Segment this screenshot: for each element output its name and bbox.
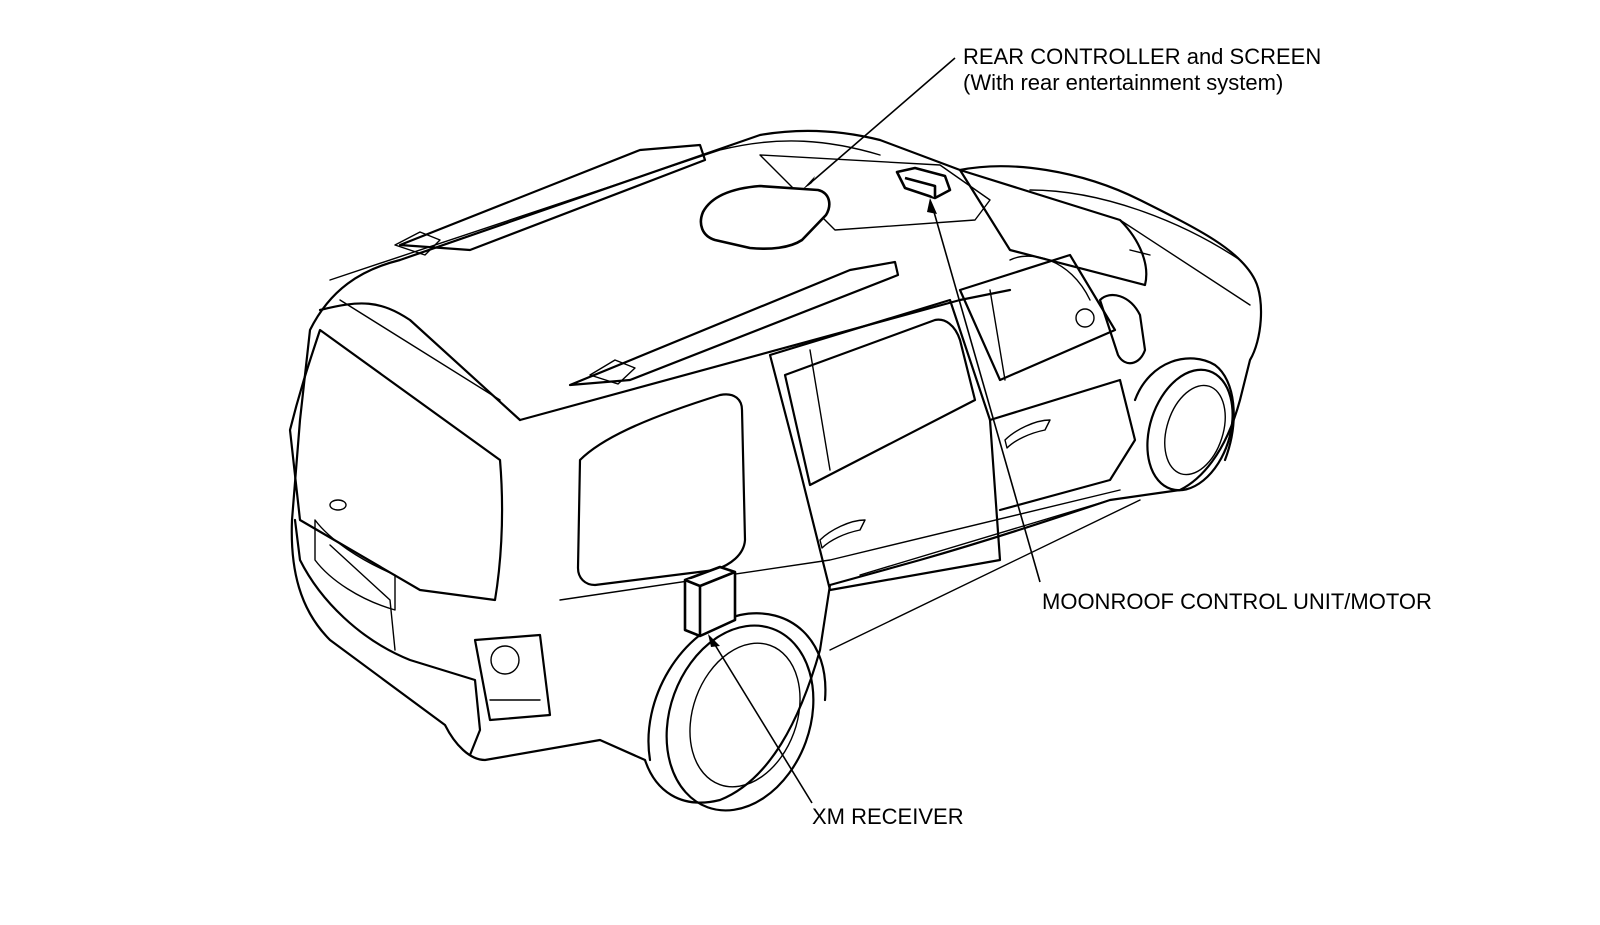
xm-receiver-part <box>683 565 737 638</box>
rear-controller-screen-part <box>699 184 831 251</box>
leader-rear-controller <box>807 57 956 186</box>
rear-controller-callout: REAR CONTROLLER and SCREEN (With rear en… <box>963 44 1321 96</box>
leader-lines <box>708 57 1041 804</box>
arrowhead-rear-controller <box>802 176 815 190</box>
xm-receiver-callout: XM RECEIVER <box>812 804 964 829</box>
rear-controller-note: (With rear entertainment system) <box>963 70 1284 95</box>
leader-moonroof <box>931 204 1041 583</box>
arrowhead-xm-receiver <box>708 634 720 647</box>
moonroof-callout: MOONROOF CONTROL UNIT/MOTOR <box>1042 589 1432 614</box>
moonroof-control-unit-part <box>895 166 952 200</box>
leader-xm-receiver <box>711 639 813 804</box>
rear-controller-title: REAR CONTROLLER and SCREEN <box>963 44 1322 69</box>
arrowhead-moonroof <box>927 198 937 214</box>
vehicle-body <box>288 129 1263 812</box>
